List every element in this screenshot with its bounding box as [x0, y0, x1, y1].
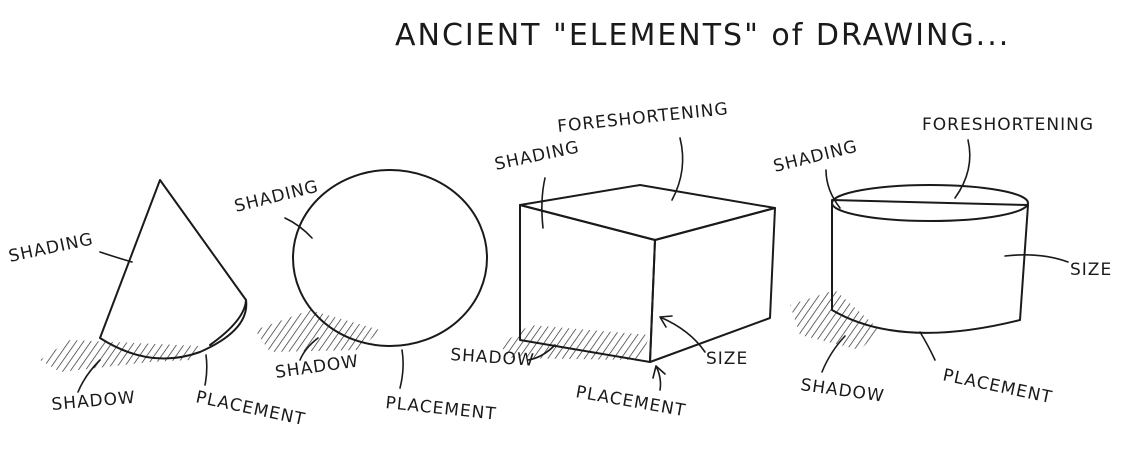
- sphere-placement-label: PLACEMENT: [384, 393, 497, 425]
- cylinder-foreshortening-leader: [955, 140, 970, 198]
- box-side-face: [650, 208, 775, 362]
- box-shading-label: SHADING: [493, 137, 581, 174]
- cone-shape: [100, 180, 246, 358]
- box-shading-leader: [542, 178, 545, 228]
- sphere-shape: [293, 170, 487, 346]
- cylinder-shadow-label: SHADOW: [799, 375, 885, 407]
- cylinder-foreshortening-label: FORESHORTENING: [922, 115, 1094, 135]
- cylinder-placement-leader: [920, 332, 935, 360]
- cylinder-size-leader: [1005, 255, 1068, 262]
- cylinder-shadow: [790, 290, 880, 350]
- box-top-face: [520, 185, 775, 240]
- cone-figure: SHADING SHADOW PLACEMENT: [7, 180, 307, 430]
- cylinder-size-label: SIZE: [1070, 260, 1112, 280]
- cylinder-shading-label: SHADING: [771, 137, 859, 177]
- box-size-label: SIZE: [706, 349, 748, 369]
- cylinder-placement-label: PLACEMENT: [941, 365, 1054, 408]
- box-figure: FORESHORTENING SHADING SHADOW SIZE PLACE…: [450, 99, 775, 421]
- cone-shadow-label: SHADOW: [51, 388, 137, 415]
- sphere-figure: SHADING SHADOW PLACEMENT: [232, 170, 497, 425]
- sphere-shadow-label: SHADOW: [274, 351, 360, 383]
- box-foreshortening-label: FORESHORTENING: [556, 99, 729, 137]
- box-placement-label: PLACEMENT: [574, 382, 687, 421]
- cone-shading-label: SHADING: [7, 229, 95, 266]
- cone-placement-leader: [205, 355, 207, 385]
- box-placement-arrow: [653, 366, 665, 390]
- diagram-title: ANCIENT "ELEMENTS" of DRAWING...: [395, 18, 1010, 53]
- box-size-arrow: [660, 316, 705, 352]
- cone-placement-label: PLACEMENT: [194, 387, 307, 430]
- cone-shading-leader: [100, 252, 132, 262]
- sphere-placement-leader: [400, 350, 403, 388]
- cylinder-figure: SHADING FORESHORTENING SIZE SHADOW PLACE…: [771, 115, 1112, 408]
- cone-shadow: [40, 340, 200, 372]
- cylinder-body: [832, 200, 1028, 333]
